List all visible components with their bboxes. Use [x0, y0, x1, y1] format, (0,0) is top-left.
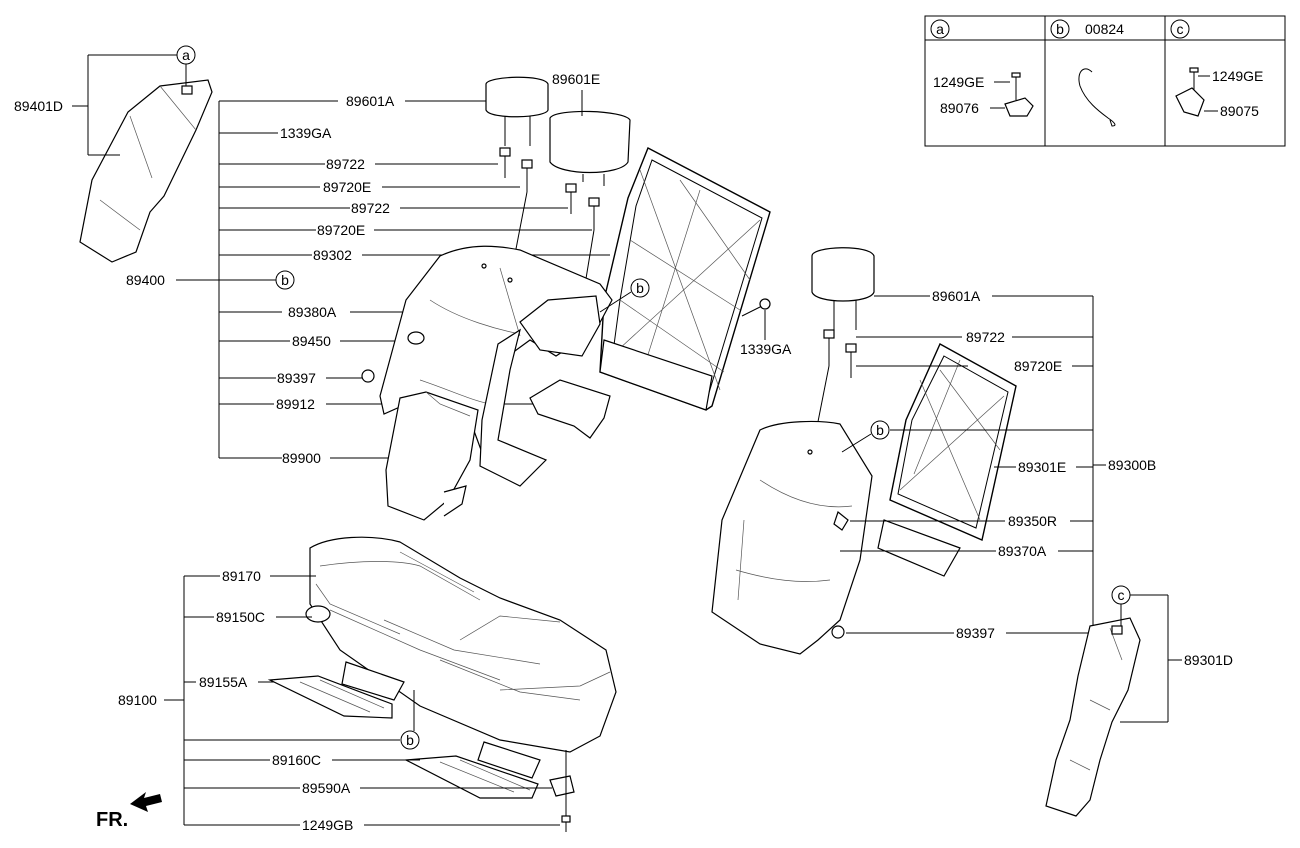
- front-arrow-icon: [130, 792, 162, 812]
- seatback-bracket: [519, 295, 601, 357]
- legend-header-c: c: [1177, 21, 1184, 37]
- part-89450: [407, 331, 425, 345]
- armrest-89900: [385, 391, 479, 521]
- legend-a-cover-label: 89076: [940, 100, 979, 116]
- label-89720E-left-1: 89720E: [323, 179, 371, 195]
- label-1339GA-right: 1339GA: [740, 341, 792, 357]
- side-bolster-right: [1045, 617, 1141, 817]
- legend-a-cover-shape: [1004, 97, 1034, 117]
- seatback-lower-trim: [479, 328, 548, 487]
- label-89601A-left: 89601A: [346, 93, 395, 109]
- callout-a: a: [182, 47, 190, 63]
- label-89720E-right: 89720E: [1014, 358, 1062, 374]
- label-89100: 89100: [118, 692, 157, 708]
- seatback-frame-right: [877, 343, 1017, 577]
- headrest-left: [485, 76, 549, 146]
- headrest-right: [811, 247, 875, 330]
- legend-c-bolt-label: 1249GE: [1212, 68, 1263, 84]
- part-89397-left: [361, 369, 375, 383]
- callout-b-cushion: b: [406, 732, 414, 748]
- side-bolster-left: [79, 79, 213, 263]
- label-89160C: 89160C: [272, 752, 321, 768]
- part-89912: [529, 379, 611, 439]
- legend-a-bolt-label: 1249GE: [933, 74, 984, 90]
- label-89900: 89900: [282, 450, 321, 466]
- label-89301D: 89301D: [1184, 652, 1233, 668]
- legend-table: a b 00824 c 1249GE 89076 1249GE 89075: [924, 15, 1286, 147]
- label-89601A-right: 89601A: [932, 288, 981, 304]
- legend-header-b: b: [1056, 21, 1064, 37]
- label-89400: 89400: [126, 272, 165, 288]
- label-89590A: 89590A: [302, 780, 351, 796]
- label-89401D: 89401D: [14, 98, 63, 114]
- label-89450: 89450: [292, 333, 331, 349]
- label-89722-left-2: 89722: [351, 200, 390, 216]
- seat-cushion: [305, 536, 617, 753]
- label-89350R: 89350R: [1008, 513, 1057, 529]
- part-89397-right: [831, 625, 845, 639]
- part-89590A: [549, 775, 575, 797]
- label-1339GA-left: 1339GA: [280, 125, 332, 141]
- cushion-pads-89155A: [267, 661, 405, 719]
- label-89397-left: 89397: [277, 370, 316, 386]
- label-89722-right: 89722: [966, 329, 1005, 345]
- front-marker-label: FR.: [96, 809, 128, 831]
- label-89722-left-1: 89722: [326, 156, 365, 172]
- legend-c-cover-shape: [1175, 87, 1205, 117]
- callout-c: c: [1118, 587, 1125, 603]
- label-89370A: 89370A: [998, 543, 1047, 559]
- legend-header-b-code: 00824: [1085, 21, 1124, 37]
- callout-b-seatback: b: [636, 280, 644, 296]
- label-89380A: 89380A: [288, 304, 337, 320]
- legend-b-wire-shape: [1078, 68, 1116, 127]
- cushion-pads-89160C: [403, 741, 541, 799]
- label-89302: 89302: [313, 247, 352, 263]
- label-89912: 89912: [276, 396, 315, 412]
- seatback-cover-right: [711, 420, 873, 655]
- label-89720E-left-2: 89720E: [317, 222, 365, 238]
- label-89397-right: 89397: [956, 625, 995, 641]
- label-89300B: 89300B: [1108, 457, 1156, 473]
- label-89150C: 89150C: [216, 609, 265, 625]
- callout-b-right: b: [876, 422, 884, 438]
- legend-c-cover-label: 89075: [1220, 103, 1259, 119]
- label-89170: 89170: [222, 568, 261, 584]
- label-1249GB: 1249GB: [302, 817, 353, 833]
- headrest-center: [549, 110, 631, 186]
- legend-header-a: a: [936, 21, 944, 37]
- clip-1339GA-right: [759, 298, 771, 310]
- callout-b-89400: b: [281, 272, 289, 288]
- label-89301E: 89301E: [1018, 459, 1066, 475]
- label-89601E: 89601E: [552, 71, 600, 87]
- label-89155A: 89155A: [199, 674, 248, 690]
- bolt-1249GB: [561, 750, 571, 832]
- seatback-frame-left: [599, 147, 771, 411]
